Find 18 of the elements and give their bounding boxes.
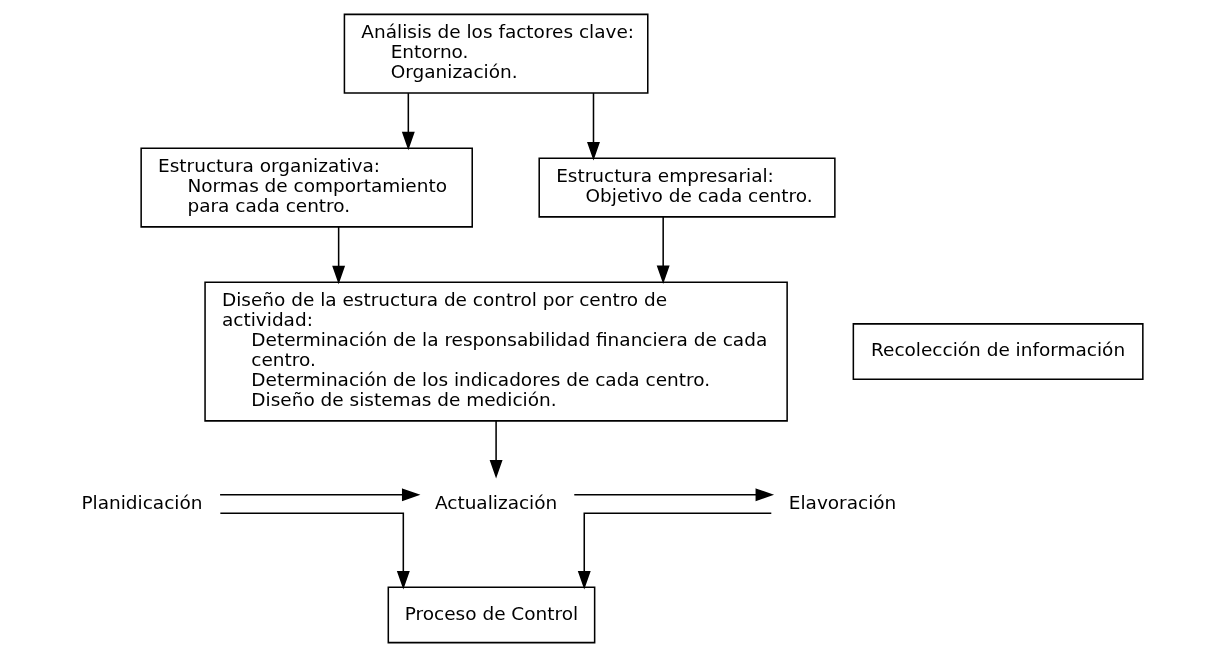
arrow bbox=[331, 226, 345, 285]
arrow bbox=[577, 512, 772, 590]
arrow bbox=[489, 420, 503, 479]
node-box: Análisis de los factores clave: Entorno. Organización. bbox=[343, 13, 649, 94]
node-text: Actualización bbox=[434, 491, 557, 513]
arrow bbox=[401, 92, 415, 151]
node-box: Estructura organizativa: Normas de comportamiento para cada centro. bbox=[139, 147, 473, 228]
node-text: Planidicación bbox=[80, 491, 202, 513]
arrow bbox=[219, 512, 410, 590]
node-box: Recolección de información bbox=[852, 323, 1144, 381]
arrow bbox=[656, 216, 670, 284]
node-box: Diseño de la estructura de control por centro de actividad: Determinación de la responsabilidad financiera de cada centro. Determinación de los indicadores de cada centro. Diseño de sistemas de medición. bbox=[203, 281, 788, 422]
node-text: Elavoración bbox=[788, 491, 896, 513]
arrow bbox=[586, 92, 600, 161]
node-box: Proceso de Control bbox=[387, 586, 595, 644]
arrow bbox=[218, 488, 420, 502]
arrow bbox=[573, 488, 774, 502]
node-box: Estructura empresarial: Objetivo de cada centro. bbox=[537, 157, 836, 218]
